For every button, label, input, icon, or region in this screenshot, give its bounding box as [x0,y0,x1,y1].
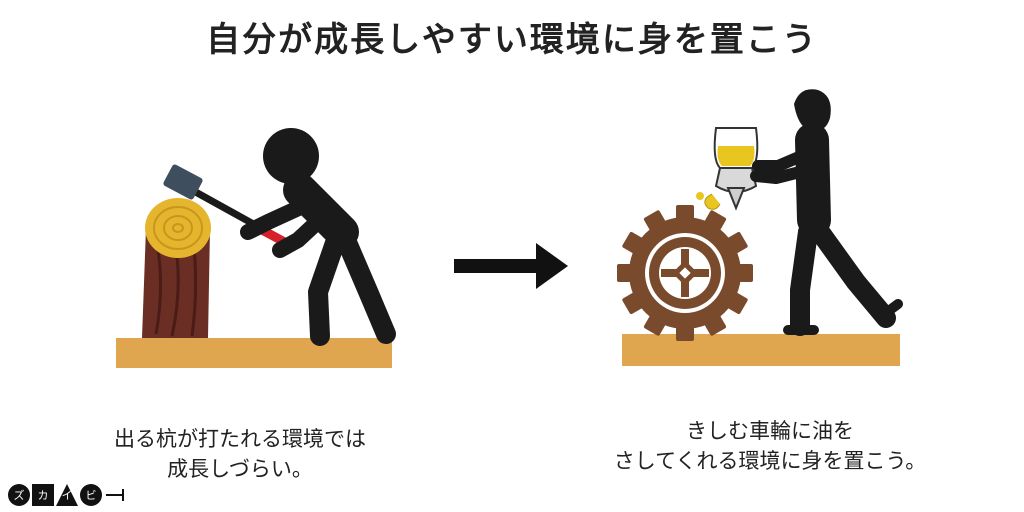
left-figure [240,128,396,346]
oil-can [696,127,759,211]
right-caption-line2: さしてくれる環境に身を置こう。 [613,449,927,473]
gear [592,180,778,366]
right-caption-line1: きしむ車輪に油を [686,419,854,443]
brand-logo: ズ カ イ ビ [8,484,124,506]
logo-char-4: ビ [80,484,102,506]
log-stump [142,198,211,338]
right-ground [622,334,900,366]
logo-char-3: イ [56,484,78,506]
logo-char-1: ズ [8,484,30,506]
left-caption-line1: 出る杭が打たれる環境では [114,427,366,451]
page-title: 自分が成長しやすい環境に身を置こう [206,20,818,60]
left-ground [116,338,392,368]
arrow [454,243,568,289]
logo-arrow-icon [106,489,124,501]
right-figure [750,89,903,336]
left-caption-line2: 成長しづらい。 [167,457,313,481]
left-caption: 出る杭が打たれる環境では 成長しづらい。 [80,424,400,484]
right-caption: きしむ車輪に油を さしてくれる環境に身を置こう。 [560,416,980,476]
logo-char-2: カ [32,484,54,506]
